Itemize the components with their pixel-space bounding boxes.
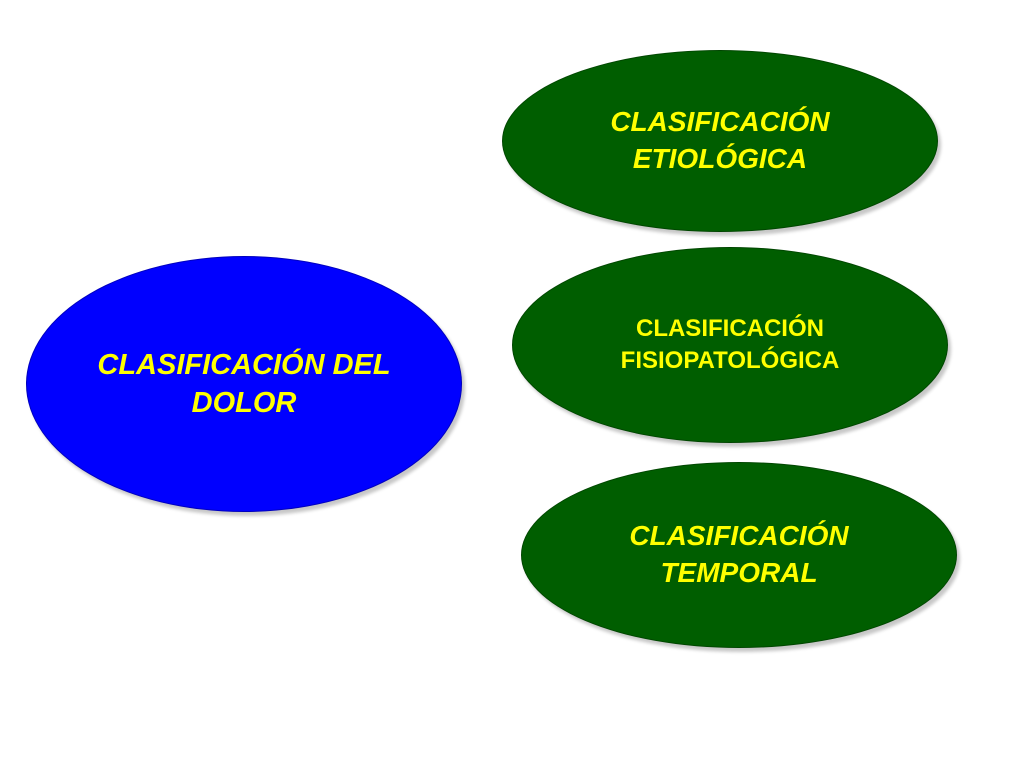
pathophysiologic-classification-ellipse: CLASIFICACIÓN FISIOPATOLÓGICA: [512, 247, 948, 443]
etiologic-classification-label: CLASIFICACIÓN ETIOLÓGICA: [610, 106, 830, 174]
temporal-classification-label: CLASIFICACIÓN TEMPORAL: [629, 520, 849, 588]
main-concept-ellipse: CLASIFICACIÓN DEL DOLOR: [26, 256, 462, 512]
temporal-classification-ellipse: CLASIFICACIÓN TEMPORAL: [521, 462, 957, 648]
etiologic-classification-ellipse: CLASIFICACIÓN ETIOLÓGICA: [502, 50, 938, 232]
main-concept-label: CLASIFICACIÓN DEL DOLOR: [97, 348, 391, 419]
pathophysiologic-classification-label: CLASIFICACIÓN FISIOPATOLÓGICA: [620, 315, 840, 374]
